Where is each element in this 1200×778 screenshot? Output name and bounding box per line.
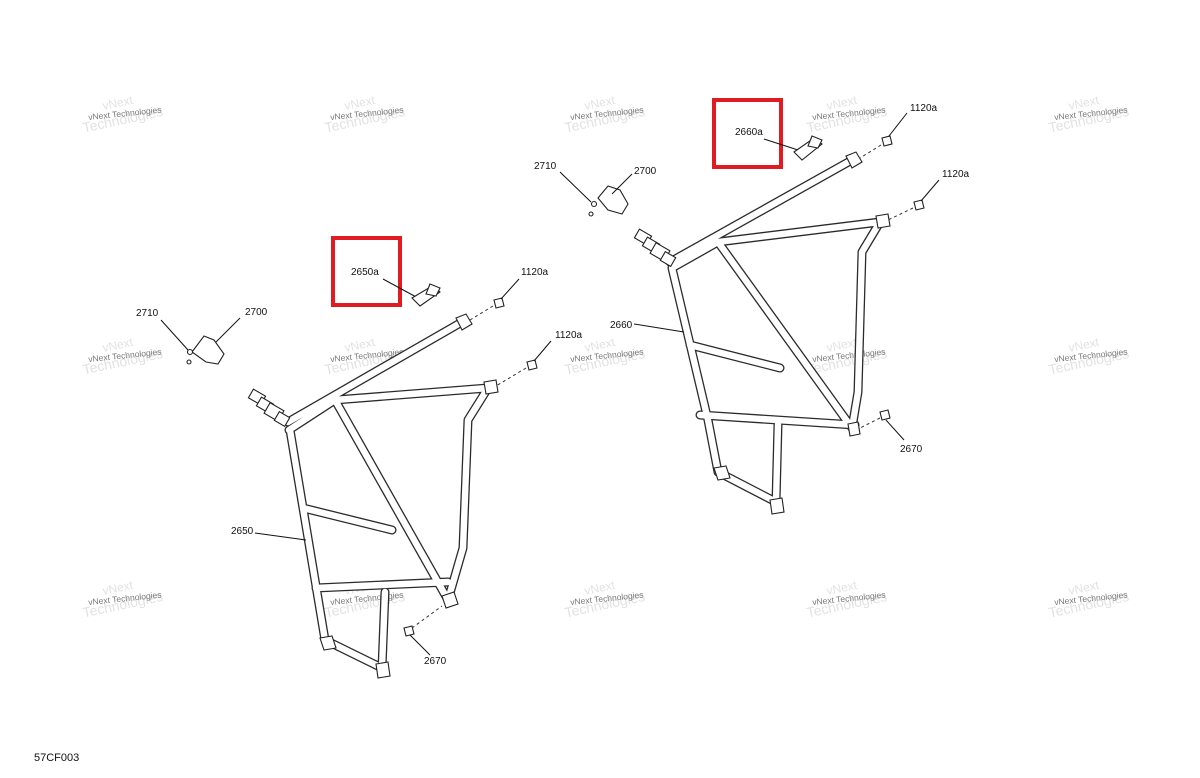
assembly-dash-line (495, 367, 527, 387)
left-screw-icon (186, 348, 194, 356)
svg-text:vNext: vNext (343, 335, 377, 355)
leader-line (559, 171, 592, 203)
svg-text:vNext: vNext (101, 93, 135, 113)
watermark: vNext Technologies vNext Technologies (805, 335, 888, 378)
left-highlight-label: 2650a (351, 267, 379, 278)
watermark: vNext Technologies vNext Technologies (805, 578, 888, 621)
left-bottom-fastener-label: 2670 (424, 656, 447, 667)
leader-line (885, 419, 905, 441)
leader-line (920, 179, 940, 202)
right-bracket-icon (597, 185, 629, 215)
right-highlight-label: 2660a (735, 127, 763, 138)
leader-line (611, 173, 633, 195)
right-fastener-mid-icon (913, 199, 925, 211)
right-screw-icon (588, 211, 594, 217)
right-screw-label: 2710 (534, 161, 557, 172)
watermark: vNext Technologies vNext Technologies (81, 578, 164, 621)
left-fastener-top-icon (493, 297, 505, 309)
left-striker-icon (425, 283, 441, 297)
leader-line (533, 340, 552, 362)
left-highlight-box[interactable] (331, 236, 402, 307)
svg-text:vNext: vNext (583, 335, 617, 355)
left-fastener-mid-label: 1120a (555, 330, 583, 341)
left-frame-label: 2650 (231, 526, 254, 537)
watermark: vNext Technologies vNext Technologies (81, 335, 164, 378)
assembly-dash-line (411, 605, 443, 629)
left-door-frame (283, 317, 493, 673)
svg-text:vNext: vNext (1067, 93, 1101, 113)
leader-line (888, 112, 908, 137)
right-bottom-fastener-label: 2670 (900, 444, 923, 455)
right-hinge-top-icon (845, 151, 863, 169)
right-fastener-top-icon (881, 135, 893, 147)
assembly-dash-line (859, 417, 881, 429)
left-fastener-top-label: 1120a (521, 267, 549, 278)
right-bottom-fastener-icon (879, 409, 891, 421)
left-foot-tab-icon (375, 661, 391, 679)
right-door-frame (665, 155, 885, 507)
right-frame-label: 2660 (610, 320, 633, 331)
assembly-dash-line (469, 305, 494, 321)
left-screw-label: 2710 (136, 308, 159, 319)
right-striker-icon (807, 135, 823, 149)
leader-line (382, 278, 419, 299)
right-hinge-mid-icon (875, 213, 891, 229)
right-foot-tab-icon (713, 465, 731, 481)
svg-text:vNext: vNext (825, 578, 859, 598)
watermark: vNext Technologies vNext Technologies (563, 578, 646, 621)
svg-text:vNext: vNext (1067, 335, 1101, 355)
leader-line (215, 317, 241, 343)
left-hinge-top-icon (455, 313, 473, 331)
left-screw-icon (186, 359, 192, 365)
watermark: vNext Technologies vNext Technologies (81, 93, 164, 136)
left-foot-tab-icon (319, 635, 337, 651)
watermark: vNext Technologies vNext Technologies (563, 93, 646, 136)
watermark: vNext Technologies vNext Technologies (805, 93, 888, 136)
svg-text:vNext: vNext (1067, 578, 1101, 598)
right-bracket-label: 2700 (634, 166, 657, 177)
svg-text:vNext: vNext (583, 578, 617, 598)
left-bottom-tab-icon (441, 591, 459, 609)
svg-text:vNext: vNext (101, 335, 135, 355)
leader-line (409, 634, 431, 656)
right-latch-assembly (633, 228, 677, 268)
watermark-layer: vNext Technologies vNext Technologies vN… (81, 93, 1130, 621)
right-fastener-top-label: 1120a (910, 103, 938, 114)
leader-line (500, 278, 520, 300)
right-highlight-box[interactable] (712, 98, 783, 169)
right-foot-tab-icon (769, 497, 785, 515)
leader-line (633, 323, 685, 333)
left-bracket-icon (191, 335, 225, 365)
svg-text:vNext: vNext (825, 335, 859, 355)
leader-line (254, 532, 307, 541)
leader-line (763, 138, 799, 151)
right-fastener-mid-label: 1120a (942, 169, 970, 180)
left-fastener-mid-icon (526, 359, 538, 371)
svg-text:vNext: vNext (825, 93, 859, 113)
left-bracket-label: 2700 (245, 307, 268, 318)
left-hinge-mid-icon (483, 379, 499, 395)
left-bottom-fastener-icon (403, 625, 415, 637)
watermark: vNext Technologies vNext Technologies (323, 93, 406, 136)
watermark: vNext Technologies vNext Technologies (1047, 335, 1130, 378)
svg-text:vNext: vNext (101, 578, 135, 598)
left-latch-assembly (247, 388, 291, 428)
right-screw-icon (590, 200, 598, 208)
diagram-code: 57CF003 (34, 752, 80, 764)
assembly-dash-line (887, 207, 914, 221)
svg-text:vNext: vNext (343, 93, 377, 113)
leader-line (160, 319, 189, 351)
right-bottom-tab-icon (847, 421, 861, 437)
watermark: vNext Technologies vNext Technologies (563, 335, 646, 378)
left-assembly: 2650a 2710 2700 1120a 1120a 2670 2650 (136, 236, 583, 679)
watermark: vNext Technologies vNext Technologies (1047, 578, 1130, 621)
watermark: vNext Technologies vNext Technologies (1047, 93, 1130, 136)
assembly-dash-line (859, 144, 882, 159)
svg-text:vNext: vNext (583, 93, 617, 113)
right-assembly: 2660a 2710 2700 1120a 1120a 2670 2660 (534, 98, 970, 515)
